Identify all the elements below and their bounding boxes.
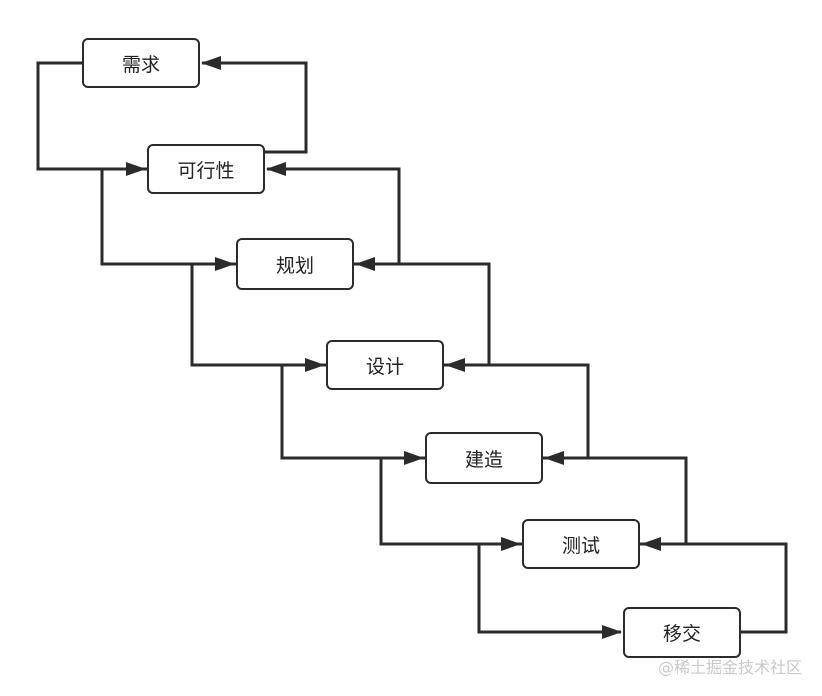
stage-construction: 建造	[425, 432, 543, 484]
forward-arrow-6	[477, 542, 622, 639]
forward-arrow-4	[280, 363, 424, 465]
stage-design: 设计	[326, 340, 444, 390]
stage-testing: 测试	[522, 519, 640, 569]
stage-planning: 规划	[236, 238, 354, 290]
stage-handover: 移交	[623, 607, 741, 658]
forward-arrow-3	[190, 262, 325, 372]
forward-arrow-5	[379, 456, 521, 551]
watermark: @稀土掘金技术社区	[657, 658, 802, 677]
stage-feasibility: 可行性	[147, 144, 265, 194]
forward-arrow-1	[36, 61, 146, 176]
stage-requirements: 需求	[82, 38, 200, 88]
forward-arrow-2	[100, 167, 235, 271]
feedback-arrow-6	[641, 537, 788, 634]
feedback-arrow-1	[201, 56, 308, 154]
